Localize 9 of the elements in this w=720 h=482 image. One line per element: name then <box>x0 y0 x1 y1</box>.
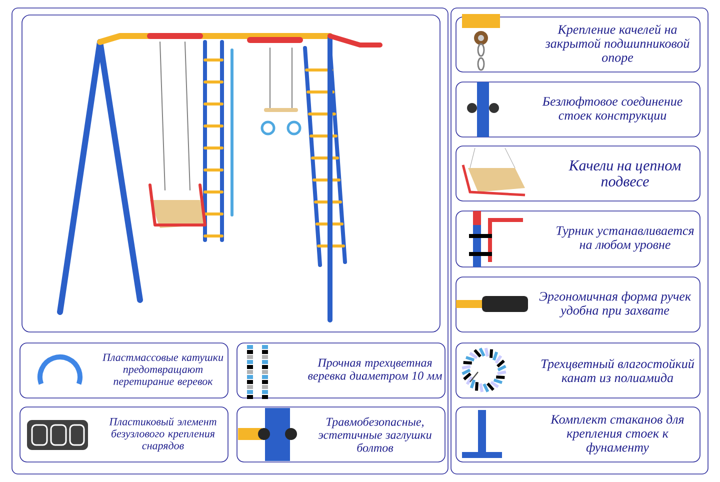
feature-card: Пластмассовые катушки предотвращают перетирание веревок <box>20 342 228 398</box>
feature-card: Качели на цепном подвесе <box>456 146 700 202</box>
feature-card: Трехцветный влагостойкий канат из полиамида <box>456 342 700 398</box>
feature-card: Турник устанавливается на любом уровне <box>456 210 700 268</box>
feature-card: Крепление качелей на закрытой подшипниковой опоре <box>456 16 700 72</box>
feature-card: Эргономичная форма ручек удобна при захвате <box>456 276 700 332</box>
feature-card: Комплект стаканов для крепления стоек к фунаменту <box>456 406 700 462</box>
feature-card: Безлюфтовое соединение стоек конструкции <box>456 82 700 138</box>
feature-card: Прочная трехцветная веревка диаметром 10 мм <box>236 342 446 398</box>
